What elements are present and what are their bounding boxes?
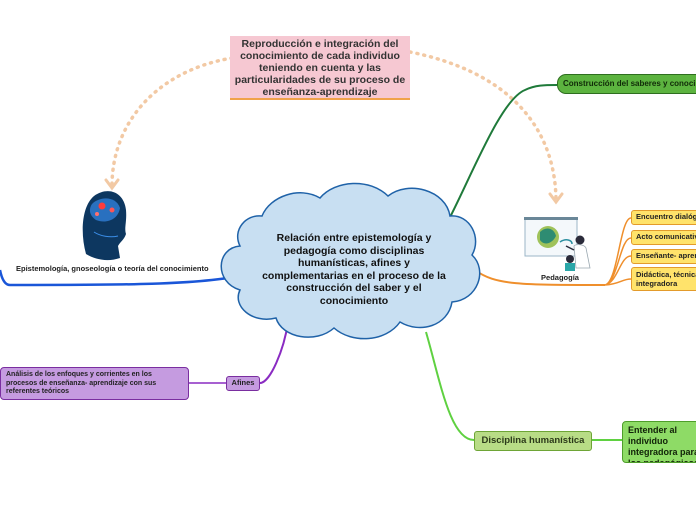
top-note-box[interactable]: Reproducción e integración del conocimie… <box>230 36 410 100</box>
dotted-arrow-left <box>104 178 120 191</box>
teacher-board-icon <box>524 217 591 271</box>
central-topic-text[interactable]: Relación entre epistemología y pedagogía… <box>262 232 446 307</box>
afines-node[interactable]: Afines <box>226 376 260 391</box>
disciplina-node[interactable]: Disciplina humanística <box>474 431 592 451</box>
pedagogia-item-didactica[interactable]: Didáctica, técnica integradora <box>631 267 696 291</box>
connector-epistemologia <box>0 269 245 287</box>
connector-afines <box>259 321 289 384</box>
construccion-node[interactable]: Construcción del saberes y conocimiento <box>557 74 696 94</box>
epistemologia-node[interactable]: Epistemología, gnoseología o teoría del … <box>16 264 209 273</box>
connector-pedagogia <box>474 269 606 286</box>
connector-construccion <box>445 84 558 226</box>
pedagogia-item-acto[interactable]: Acto comunicativo <box>631 230 696 245</box>
dotted-arrow-right <box>548 192 564 205</box>
dotted-connector-left <box>110 56 234 188</box>
dotted-connector-right <box>408 50 558 202</box>
central-cloud <box>220 182 481 340</box>
connector-disciplina <box>425 331 475 441</box>
pedagogia-item-ensenante[interactable]: Enseñante- aprendiente <box>631 249 696 264</box>
analisis-node[interactable]: Análisis de los enfoques y corrientes en… <box>0 367 189 400</box>
entender-node[interactable]: Entender al individuo integradora para l… <box>622 421 696 463</box>
brain-head-icon <box>82 191 127 261</box>
connector-ped-items <box>604 217 632 286</box>
pedagogia-node[interactable]: Pedagogía <box>541 273 579 282</box>
pedagogia-item-encuentro[interactable]: Encuentro dialógico <box>631 210 696 225</box>
